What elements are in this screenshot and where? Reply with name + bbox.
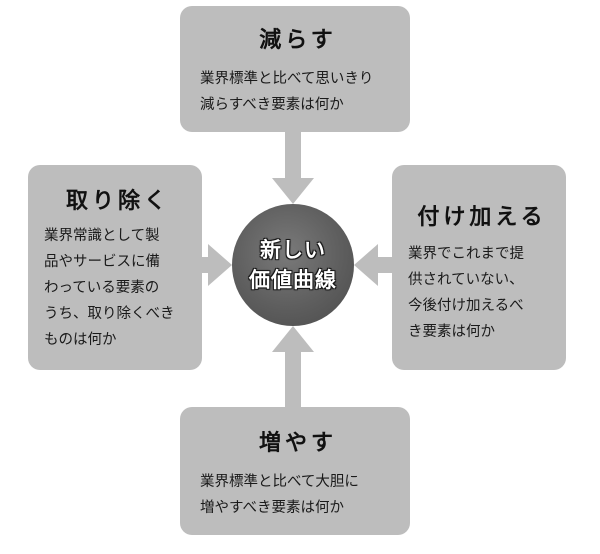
arrow-left-to-center bbox=[202, 244, 232, 286]
reduce-box: 減らす 業界標準と比べて思いきり 減らすべき要素は何か bbox=[180, 6, 410, 132]
new-value-curve-circle: 新しい 価値曲線 bbox=[232, 204, 354, 326]
center-label-line2: 価値曲線 bbox=[249, 268, 337, 292]
arrow-bottom-to-center bbox=[272, 326, 314, 407]
raise-text: 業界標準と比べて大胆に 増やすべき要素は何か bbox=[200, 474, 359, 516]
raise-box: 増やす 業界標準と比べて大胆に 増やすべき要素は何か bbox=[180, 407, 410, 535]
create-title: 付け加える bbox=[417, 205, 547, 230]
create-text: 業界でこれまで提 供されていない、 今後付け加えるべ き要素は何か bbox=[408, 246, 524, 340]
create-box: 付け加える 業界でこれまで提 供されていない、 今後付け加えるべ き要素は何か bbox=[392, 165, 566, 370]
arrow-top-to-center bbox=[272, 132, 314, 204]
raise-title: 増やす bbox=[258, 431, 337, 456]
reduce-text: 業界標準と比べて思いきり 減らすべき要素は何か bbox=[200, 71, 374, 113]
reduce-title: 減らす bbox=[259, 28, 337, 53]
center-label-line1: 新しい bbox=[260, 238, 326, 262]
eliminate-title: 取り除く bbox=[65, 189, 170, 214]
eliminate-text: 業界常識として製 品やサービスに備 わっている要素の うち、取り除くべき ものは… bbox=[44, 228, 175, 348]
arrow-right-to-center bbox=[354, 244, 392, 286]
eliminate-box: 取り除く 業界常識として製 品やサービスに備 わっている要素の うち、取り除くべ… bbox=[28, 165, 202, 370]
